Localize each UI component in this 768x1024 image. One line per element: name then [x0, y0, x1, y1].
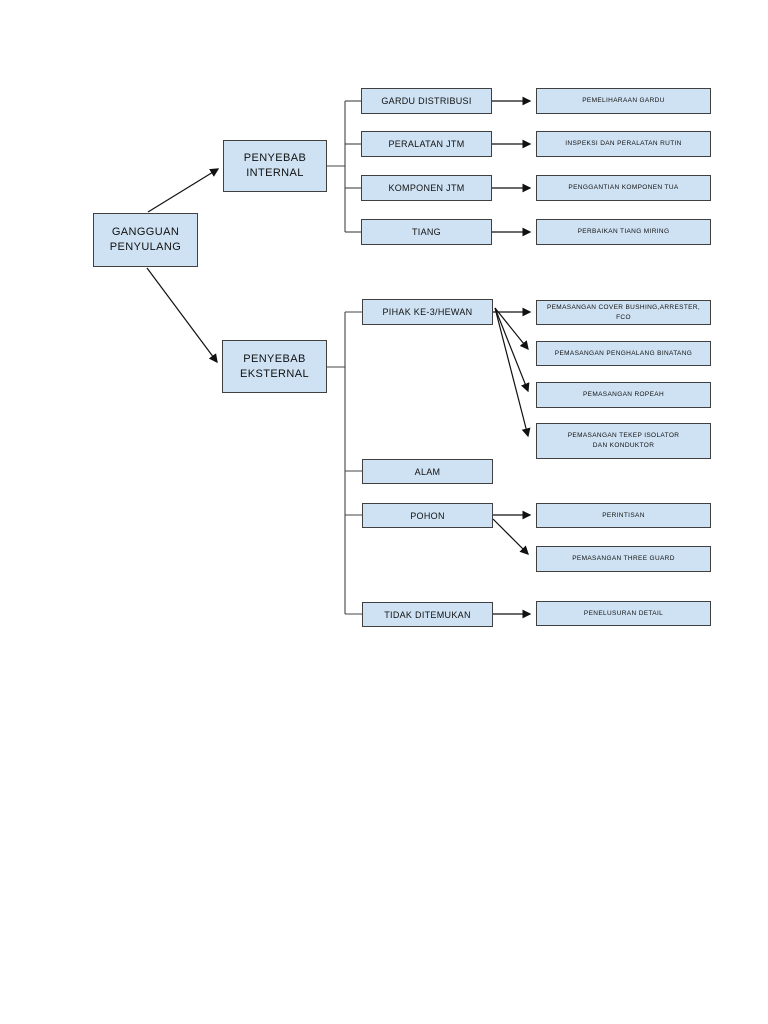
- node-penelusuran-detail: PENELUSURAN DETAIL: [536, 601, 711, 626]
- node-pemasangan-ropeah: PEMASANGAN ROPEAH: [536, 382, 711, 408]
- node-penyebab-internal: PENYEBAB INTERNAL: [223, 140, 327, 192]
- node-perintisan: PERINTISAN: [536, 503, 711, 528]
- node-gangguan-penyulang: GANGGUAN PENYULANG: [93, 213, 198, 267]
- node-tiang: TIANG: [361, 219, 492, 245]
- internal-tree-connector: [327, 100, 361, 233]
- node-pemeliharaan-gardu: PEMELIHARAAN GARDU: [536, 88, 711, 114]
- node-pemasangan-three-guard: PEMASANGAN THREE GUARD: [536, 546, 711, 572]
- node-pohon: POHON: [362, 503, 493, 528]
- node-inspeksi-peralatan-rutin: INSPEKSI DAN PERALATAN RUTIN: [536, 131, 711, 157]
- node-tidak-ditemukan: TIDAK DITEMUKAN: [362, 602, 493, 627]
- node-pihak-ke3-hewan: PIHAK KE-3/HEWAN: [362, 299, 493, 325]
- pihak-fan-arrows: [493, 307, 532, 438]
- internal-action-arrows: [492, 96, 532, 237]
- arrow-root-to-external: [146, 267, 218, 364]
- node-gardu-distribusi: GARDU DISTRIBUSI: [361, 88, 492, 114]
- node-perbaikan-tiang-miring: PERBAIKAN TIANG MIRING: [536, 219, 711, 245]
- node-pemasangan-tekep-isolator-label: PEMASANGAN TEKEP ISOLATOR DAN KONDUKTOR: [567, 432, 680, 449]
- node-pemasangan-cover-bushing: PEMASANGAN COVER BUSHING,ARRESTER, FCO: [536, 300, 711, 325]
- node-pemasangan-penghalang-binatang: PEMASANGAN PENGHALANG BINATANG: [536, 341, 711, 366]
- node-penyebab-eksternal: PENYEBAB EKSTERNAL: [222, 340, 327, 393]
- node-alam: ALAM: [362, 459, 493, 484]
- node-penggantian-komponen-tua: PENGGANTIAN KOMPONEN TUA: [536, 175, 711, 201]
- arrow-root-to-internal: [147, 168, 220, 213]
- external-tree-connector: [327, 311, 362, 615]
- pohon-arrows: [492, 510, 532, 555]
- node-komponen-jtm: KOMPONEN JTM: [361, 175, 492, 201]
- node-peralatan-jtm: PERALATAN JTM: [361, 131, 492, 157]
- node-pemasangan-tekep-isolator: PEMASANGAN TEKEP ISOLATOR DAN KONDUKTOR: [536, 423, 711, 459]
